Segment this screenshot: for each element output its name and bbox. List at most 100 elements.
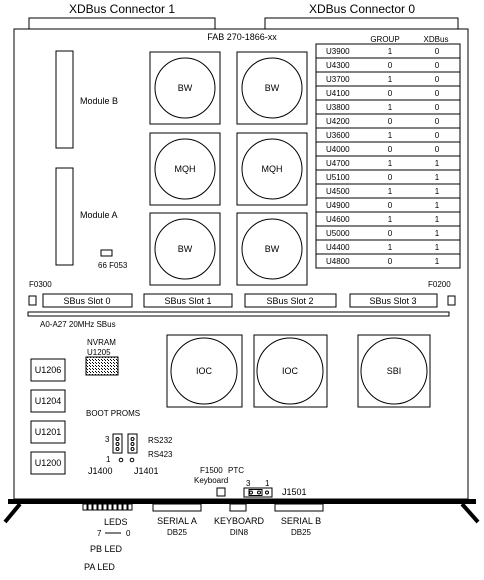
serial-b-type-label: DB25 (291, 528, 312, 537)
fuse-f0200 (447, 295, 456, 306)
chip-sbi: SBI (357, 334, 431, 408)
svg-text:U4500: U4500 (326, 187, 350, 196)
nvram-label: NVRAM (87, 338, 116, 347)
j1501-label: J1501 (282, 487, 307, 497)
chip-sbi-label: SBI (387, 366, 402, 376)
chip-mqh-1: MQH (149, 132, 221, 206)
module-b-label: Module B (80, 96, 118, 106)
svg-text:1: 1 (388, 159, 393, 168)
sbus-slot-label: SBus Slot 3 (369, 296, 416, 306)
svg-text:0: 0 (388, 61, 393, 70)
rs232-label: RS232 (148, 436, 173, 445)
svg-text:1: 1 (388, 187, 393, 196)
svg-text:1: 1 (435, 201, 440, 210)
svg-text:1: 1 (388, 103, 393, 112)
led-array (82, 503, 133, 511)
svg-text:1: 1 (388, 47, 393, 56)
front-panel-edge (8, 499, 476, 504)
module-b-slot (55, 50, 74, 149)
jumper-pin3-label: 3 (105, 435, 110, 444)
prom-label: U1201 (35, 427, 62, 437)
jumper-j1501[interactable] (243, 487, 273, 498)
keyboard-port[interactable] (229, 503, 247, 512)
table-row: U4900 0 1 (326, 201, 440, 210)
prom-u1204: U1204 (30, 389, 66, 413)
fuse-f1500 (216, 487, 226, 497)
sbus-slot-3: SBus Slot 3 (349, 293, 438, 308)
svg-text:U4100: U4100 (326, 89, 350, 98)
connector-1-label: XDBus Connector 1 (69, 2, 175, 16)
chip-mqh-2: MQH (236, 132, 308, 206)
right-bracket (460, 502, 480, 524)
f1500-label: F1500 (200, 466, 223, 475)
led-7-label: 7 (97, 529, 102, 538)
svg-text:0: 0 (435, 131, 440, 140)
rs423-label: RS423 (148, 450, 173, 459)
sbus-bar-label: A0-A27 20MHz SBus (40, 320, 116, 329)
chip-mqh-label: MQH (262, 164, 283, 174)
part-66f053-label: 66 F053 (98, 261, 128, 270)
module-a-label: Module A (80, 210, 118, 220)
sbus-slot-2: SBus Slot 2 (244, 293, 337, 308)
svg-text:0: 0 (435, 145, 440, 154)
svg-text:0: 0 (388, 201, 393, 210)
svg-text:U3600: U3600 (326, 131, 350, 140)
chip-bw-label: BW (265, 244, 280, 254)
svg-text:U4200: U4200 (326, 117, 350, 126)
svg-text:U3900: U3900 (326, 47, 350, 56)
svg-text:0: 0 (388, 257, 393, 266)
svg-text:0: 0 (388, 229, 393, 238)
svg-text:U5000: U5000 (326, 229, 350, 238)
svg-text:1: 1 (435, 243, 440, 252)
boot-proms-label: BOOT PROMS (86, 409, 140, 418)
jumper-pin1-label: 1 (106, 455, 111, 464)
table-row: U5000 0 1 (326, 229, 440, 238)
pb-led-label: PB LED (90, 544, 123, 554)
svg-text:U3700: U3700 (326, 75, 350, 84)
j1501-pin3-label: 3 (246, 479, 251, 488)
prom-u1206: U1206 (30, 358, 66, 382)
sbus-bar (27, 311, 450, 317)
serial-b-label: SERIAL B (281, 516, 321, 526)
jumper-j1401[interactable] (127, 433, 138, 454)
svg-text:0: 0 (435, 89, 440, 98)
svg-text:1: 1 (435, 215, 440, 224)
sbus-slot-1: SBus Slot 1 (143, 293, 233, 308)
fuse-f0200-label: F0200 (428, 280, 451, 289)
svg-text:U4800: U4800 (326, 257, 350, 266)
chip-bw-2: BW (236, 51, 308, 125)
chip-ioc-label: IOC (282, 366, 299, 376)
keyboard-fuse-label: Keyboard (194, 476, 228, 485)
led-0-label: 0 (126, 529, 131, 538)
chip-ioc-1: IOC (166, 334, 243, 408)
xdbus-connector-0: XDBus Connector 0 (264, 2, 459, 30)
sbus-slot-label: SBus Slot 1 (164, 296, 211, 306)
serial-a-label: SERIAL A (157, 516, 197, 526)
keyboard-port-label: KEYBOARD (214, 516, 265, 526)
fab-label: FAB 270-1866-xx (207, 32, 277, 42)
pa-led-label: PA LED (84, 562, 115, 572)
svg-text:U4900: U4900 (326, 201, 350, 210)
ptc-label: PTC (228, 466, 244, 475)
svg-text:1: 1 (435, 229, 440, 238)
svg-text:0: 0 (435, 103, 440, 112)
jumper-j1400[interactable] (112, 433, 123, 454)
svg-text:0: 0 (435, 117, 440, 126)
svg-text:U4400: U4400 (326, 243, 350, 252)
serial-a-port[interactable] (152, 503, 202, 512)
svg-text:1: 1 (388, 215, 393, 224)
prom-label: U1200 (35, 458, 62, 468)
svg-text:U4700: U4700 (326, 159, 350, 168)
serial-b-port[interactable] (274, 503, 324, 512)
prom-u1200: U1200 (30, 451, 66, 475)
svg-text:1: 1 (388, 75, 393, 84)
